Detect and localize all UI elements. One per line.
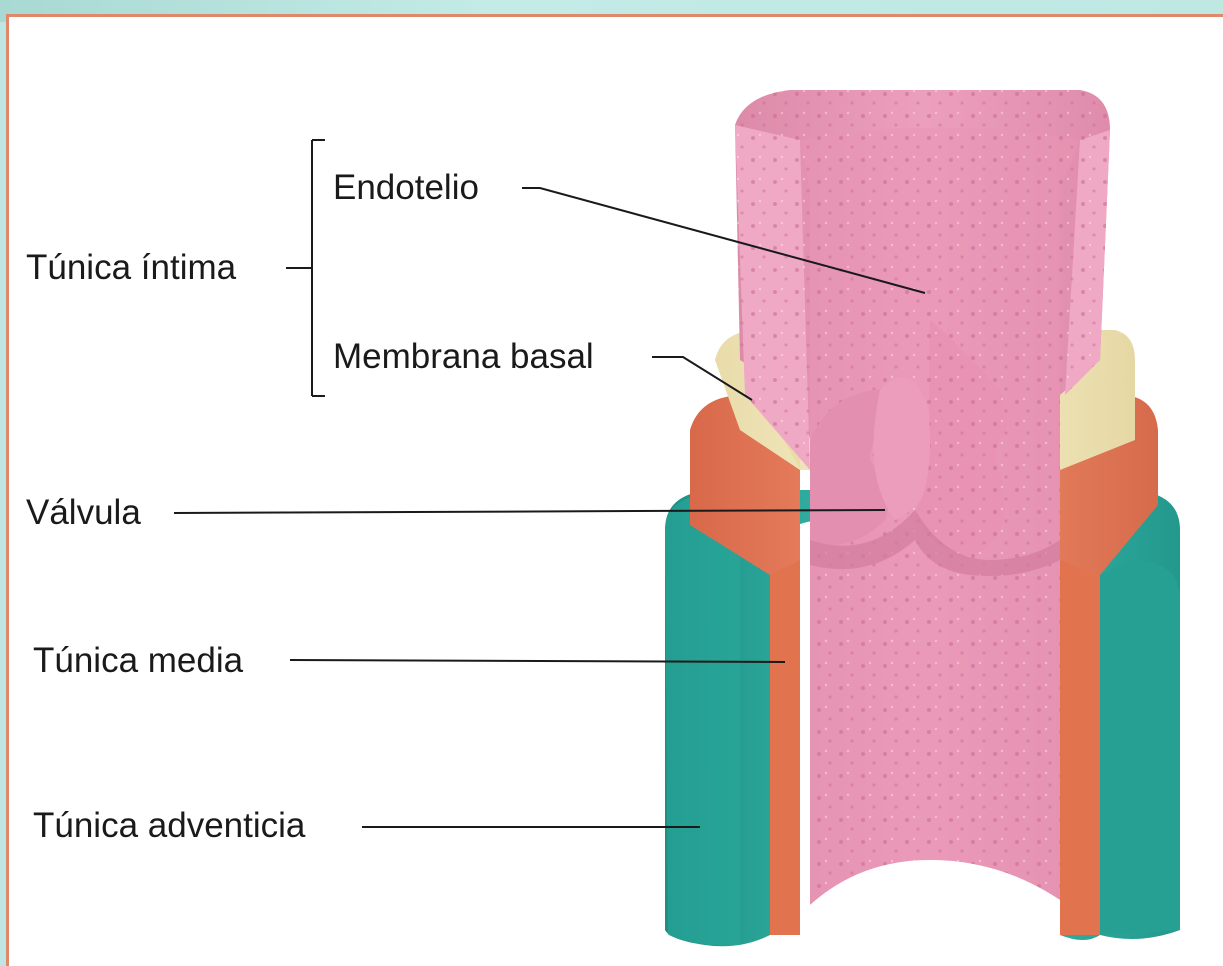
label-tunica-intima: Túnica íntima	[26, 250, 236, 285]
label-tunica-media: Túnica media	[33, 643, 243, 678]
label-valvula: Válvula	[26, 495, 141, 530]
label-tunica-adventicia: Túnica adventicia	[33, 808, 305, 843]
label-membrana-basal: Membrana basal	[333, 339, 594, 374]
label-endotelio: Endotelio	[333, 170, 479, 205]
